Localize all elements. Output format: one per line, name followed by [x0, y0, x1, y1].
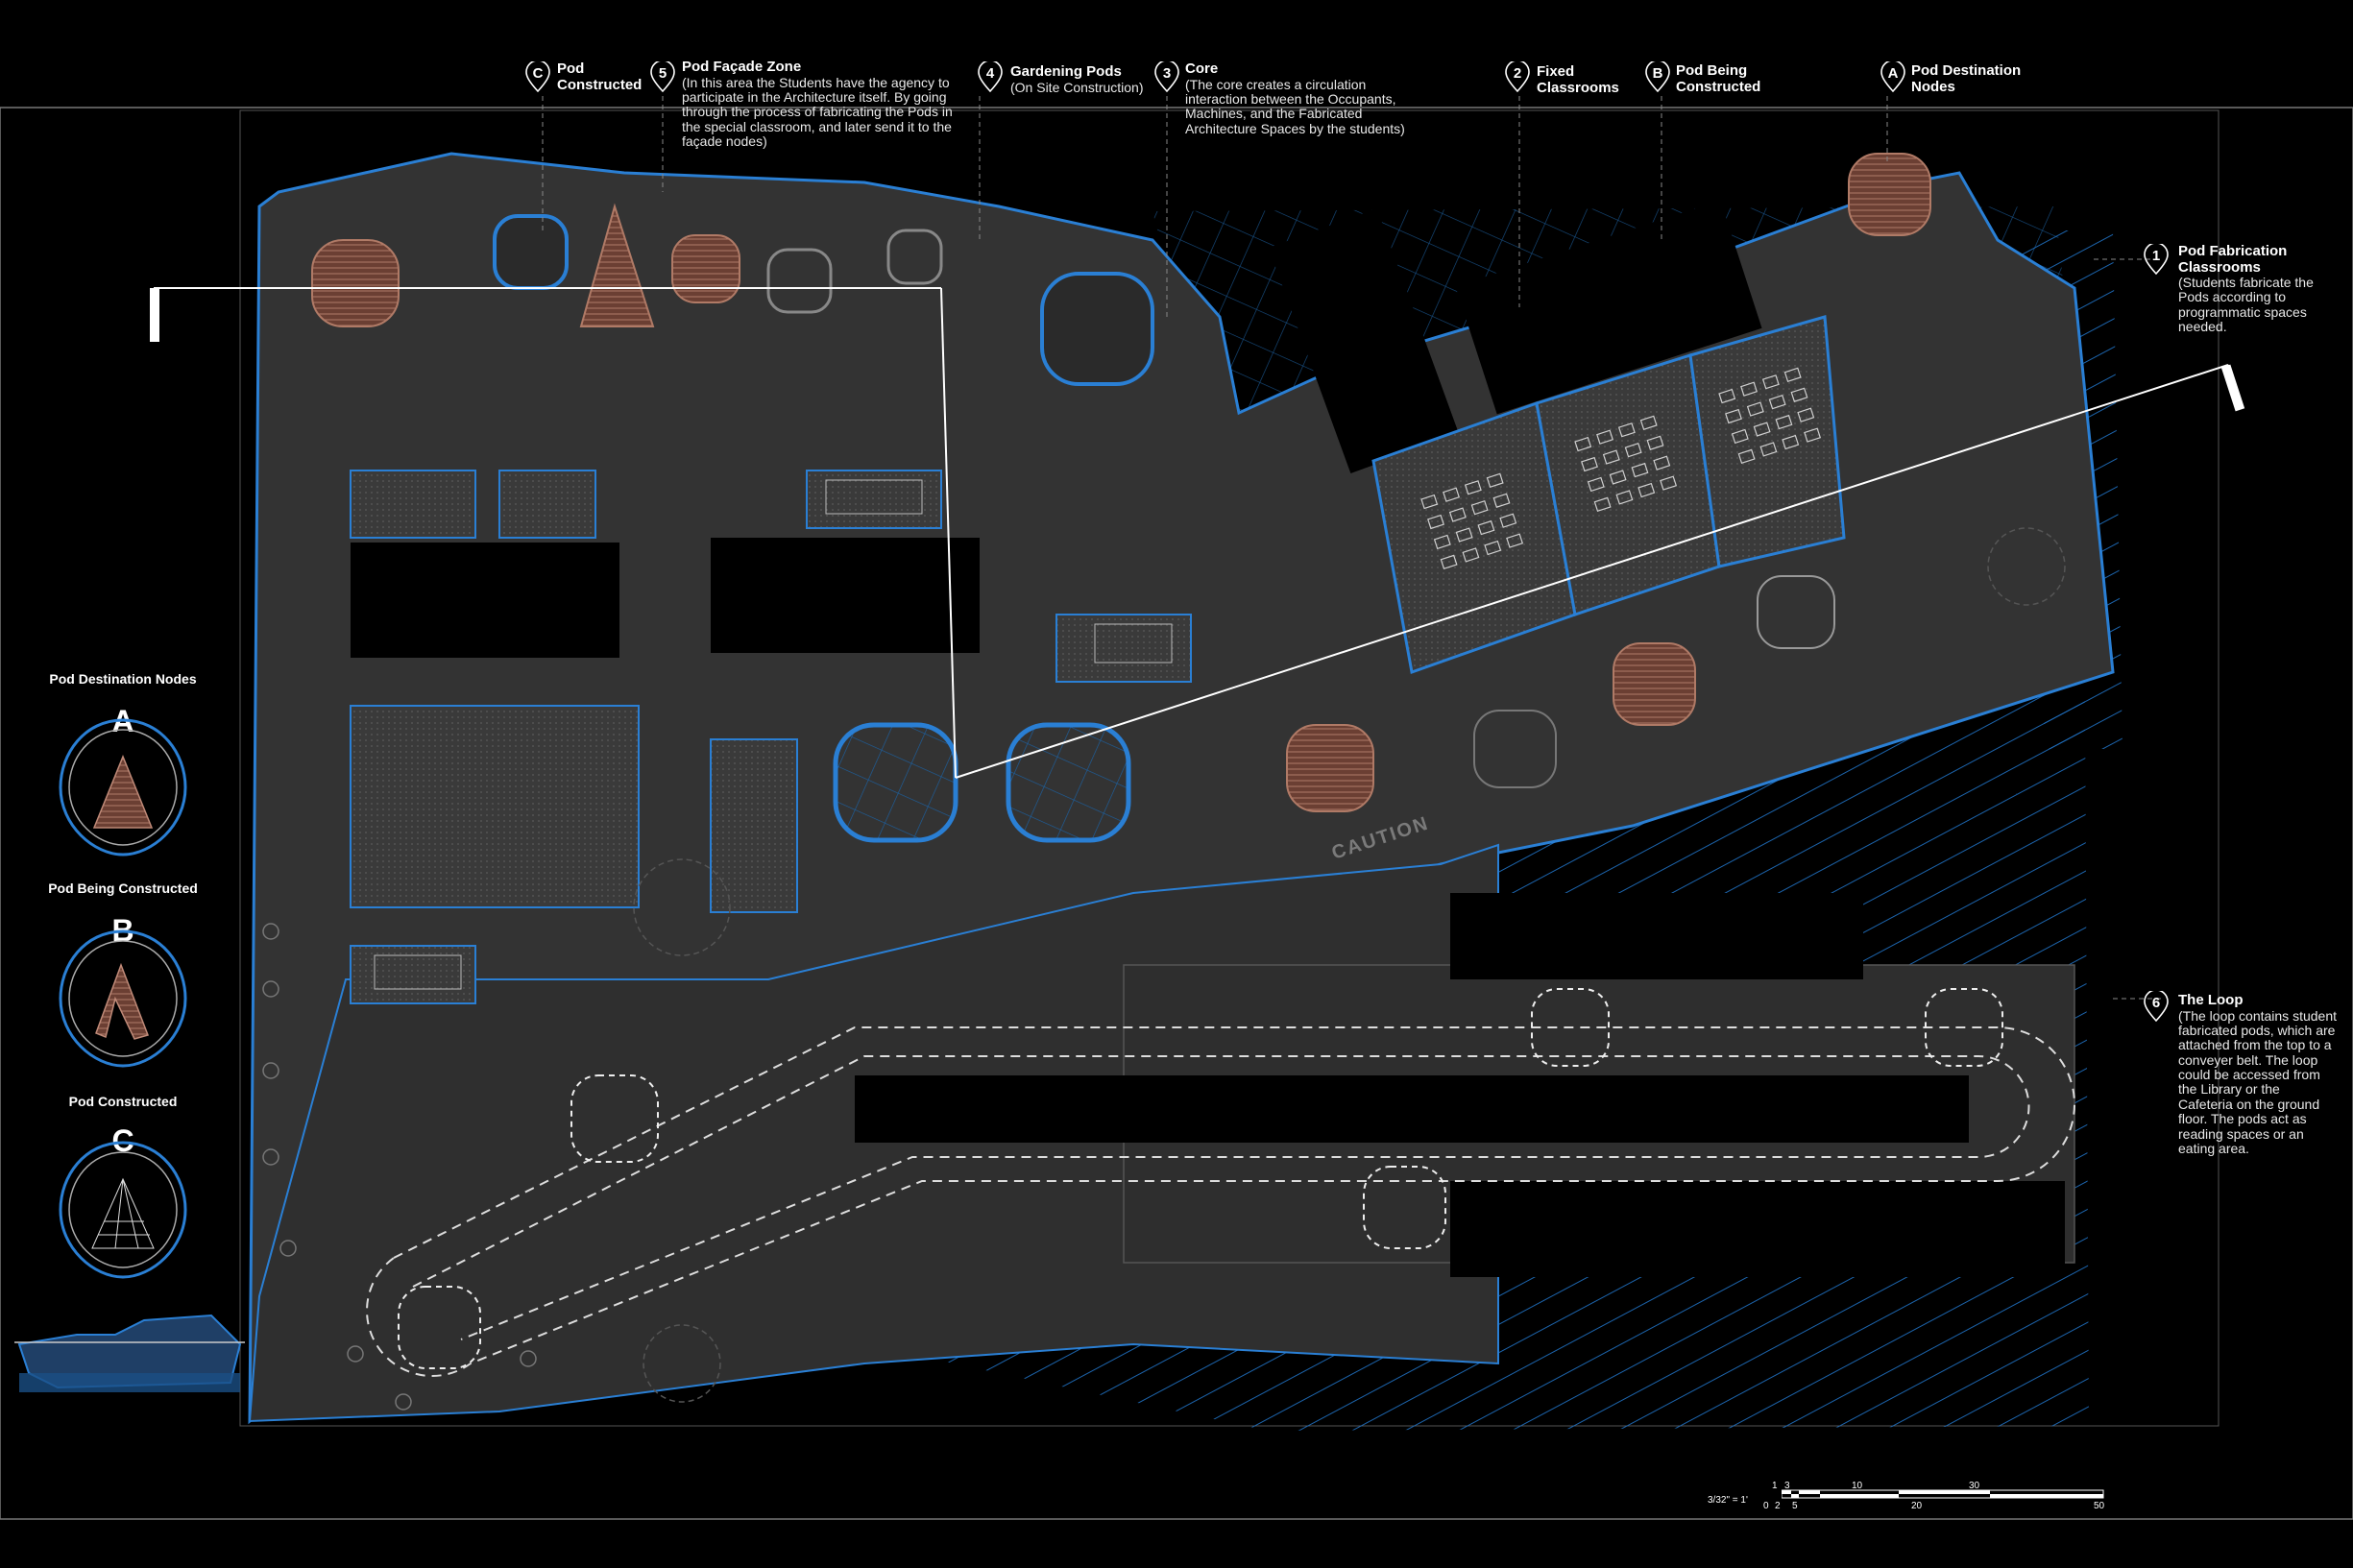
label-desc: (In this area the Students have the agen… [682, 74, 953, 150]
scale-tick-bottom-50: 50 [2094, 1501, 2105, 1511]
gardening-pods [493, 214, 1835, 843]
label-desc: (Students fabricate the Pods according t… [2178, 275, 2314, 335]
pod-wireframe-white-icon [59, 1141, 187, 1279]
marker-b-top: B [1645, 60, 1670, 93]
loop-pods [398, 988, 2003, 1369]
label-pod-constructed: Pod Constructed [557, 60, 643, 93]
label-the-loop: The Loop (The loop contains student fabr… [2178, 992, 2337, 1157]
label-title: Pod Destination Nodes [1911, 62, 2022, 95]
marker-4: 4 [978, 60, 1003, 93]
marker-5: 5 [650, 60, 675, 93]
label-fixed-classrooms: Fixed Classrooms [1537, 63, 1633, 96]
label-desc: (The core creates a circulation interact… [1185, 76, 1405, 136]
label-title: Pod Constructed [557, 60, 643, 93]
interior-rooms [350, 315, 1846, 1004]
scale-tick-bottom-5: 5 [1792, 1501, 1798, 1511]
pod-cone-brown-icon [59, 718, 187, 856]
label-desc: (On Site Construction) [1010, 79, 1144, 95]
scale-tick-top-1: 1 [1772, 1481, 1778, 1491]
scale-tick-top-30: 30 [1969, 1481, 1980, 1491]
scale-tick-top-10: 10 [1852, 1481, 1863, 1491]
legend-title-c: Pod Constructed [68, 1094, 178, 1109]
label-pod-fabrication-classrooms: Pod Fabrication Classrooms (Students fab… [2178, 243, 2332, 335]
label-pod-being-constructed: Pod Being Constructed [1676, 62, 1772, 95]
legend-title-b: Pod Being Constructed [48, 880, 198, 896]
label-title: Pod Façade Zone [682, 59, 802, 75]
scale-tick-bottom-2: 2 [1775, 1501, 1781, 1511]
label-pod-facade-zone: Pod Façade Zone (In this area the Studen… [682, 59, 970, 150]
conveyor-loop [366, 1026, 2075, 1377]
marker-number: 3 [1162, 65, 1172, 82]
marker-c-top: C [525, 60, 550, 93]
marker-2: 2 [1505, 60, 1530, 93]
site-columns [262, 527, 2066, 1411]
label-core: Core (The core creates a circulation int… [1185, 60, 1425, 136]
label-title: Gardening Pods [1010, 63, 1122, 80]
leader-lines [542, 96, 2161, 1000]
legend-title-a: Pod Destination Nodes [49, 671, 197, 687]
section-marker-right [2220, 364, 2245, 412]
marker-letter: A [1887, 65, 1899, 82]
marker-number: 2 [1513, 65, 1522, 82]
label-pod-destination-nodes: Pod Destination Nodes [1911, 62, 2026, 95]
scale-bar-graphic [1782, 1489, 2104, 1499]
marker-letter: C [532, 65, 544, 82]
marker-number: 1 [2151, 248, 2161, 264]
scale-label: 3/32" = 1' [1708, 1495, 1748, 1506]
scale-tick-bottom-20: 20 [1911, 1501, 1923, 1511]
pod-partial-brown-icon [59, 929, 187, 1068]
fabricated-pods [311, 153, 1931, 812]
marker-3: 3 [1154, 60, 1179, 93]
legend-letter-c: C [111, 1123, 134, 1158]
scale-tick-bottom-0: 0 [1763, 1501, 1769, 1511]
label-title: Pod Being Constructed [1676, 62, 1761, 95]
marker-number: 4 [985, 65, 995, 82]
sheet-border [0, 107, 2353, 1520]
label-desc: (The loop contains student fabricated po… [2178, 1007, 2337, 1157]
section-marker-left [150, 288, 159, 342]
label-title: Fixed Classrooms [1537, 63, 1619, 96]
label-gardening-pods: Gardening Pods (On Site Construction) [1010, 63, 1164, 95]
voids [351, 200, 2065, 1277]
marker-number: 6 [2151, 995, 2161, 1011]
label-title: Core [1185, 60, 1219, 77]
marker-a-top: A [1880, 60, 1905, 93]
site-inset [14, 1314, 245, 1392]
marker-1: 1 [2144, 242, 2169, 276]
drawing-frame [239, 109, 2220, 1427]
marker-6: 6 [2144, 989, 2169, 1023]
marker-letter: B [1652, 65, 1663, 82]
scale-tick-top-3: 3 [1784, 1481, 1790, 1491]
stairs [374, 479, 1173, 990]
label-title: Pod Fabrication Classrooms [2178, 243, 2288, 276]
label-title: The Loop [2178, 992, 2244, 1008]
marker-number: 5 [658, 65, 667, 82]
classroom-desks [1420, 367, 1822, 570]
